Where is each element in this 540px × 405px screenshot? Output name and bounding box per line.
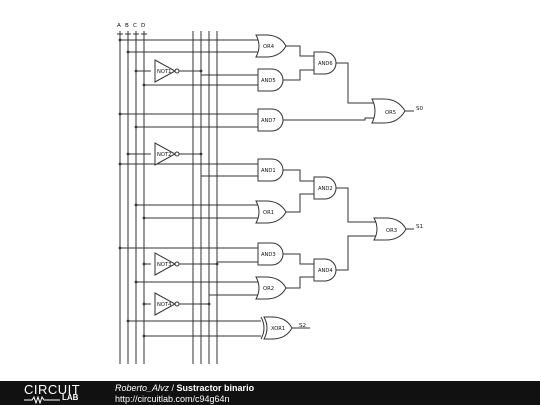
footer-bar: CIRCUIT LAB Roberto_Alvz / Sustractor bi… [0, 381, 540, 405]
xor1-gate: XOR1 [260, 316, 293, 340]
and6-gate: AND6 [313, 51, 337, 75]
and2-label: AND2 [318, 186, 333, 192]
or3-gate: OR3 [373, 217, 407, 241]
or2-gate: OR2 [255, 276, 287, 300]
not1-label: NOT1 [157, 69, 171, 75]
and3-gate: AND3 [257, 242, 284, 266]
or1-gate: OR1 [255, 200, 287, 224]
input-wires [120, 39, 262, 337]
not2-label: NOT2 [157, 152, 171, 158]
and5-label: AND5 [261, 78, 276, 84]
title-separator: / [169, 383, 177, 393]
not3-label: NOT3 [157, 262, 171, 268]
output-s2: S2 [299, 323, 306, 329]
not4-label: NOT4 [157, 302, 172, 308]
or1-label: OR1 [263, 210, 274, 216]
or2-label: OR2 [263, 286, 274, 292]
and3-label: AND3 [261, 252, 276, 258]
not-gate-2: NOT2 [154, 142, 180, 166]
and2-gate: AND2 [313, 176, 337, 200]
or4-label: OR4 [263, 44, 275, 50]
and5-gate: AND5 [257, 68, 284, 92]
schematic-diagram: A B C D [117, 23, 424, 364]
xor1-label: XOR1 [271, 326, 285, 332]
not-gate-1: NOT1 [154, 59, 180, 83]
logo-text-circuit: CIRCUIT [24, 382, 81, 397]
output-s1: S1 [416, 224, 424, 230]
internal-wires [283, 45, 414, 329]
not-gate-4: NOT4 [154, 292, 180, 316]
input-label-c: C [133, 23, 137, 29]
input-bus [117, 31, 218, 364]
circuit-url[interactable]: http://circuitlab.com/c94g64n [115, 394, 230, 404]
circuitlab-logo[interactable]: CIRCUIT LAB [24, 382, 94, 404]
input-label-d: D [141, 23, 145, 29]
and4-label: AND4 [318, 268, 333, 274]
or5-label: OR5 [385, 110, 396, 116]
input-label-b: B [125, 23, 129, 29]
resistor-icon [24, 396, 60, 404]
and1-label: AND1 [261, 168, 276, 174]
or3-label: OR3 [386, 228, 397, 234]
and6-label: AND6 [318, 61, 333, 67]
junction-dots [118, 38, 219, 338]
or5-gate: OR5 [371, 98, 406, 124]
input-label-a: A [117, 23, 121, 29]
and7-gate: AND7 [257, 108, 284, 132]
circuit-title: Sustractor binario [176, 383, 255, 393]
and4-gate: AND4 [313, 258, 337, 282]
and7-label: AND7 [261, 118, 276, 124]
not-gate-3: NOT3 [154, 252, 180, 276]
and1-gate: AND1 [257, 158, 284, 182]
circuit-meta: Roberto_Alvz / Sustractor binario http:/… [115, 383, 254, 405]
output-s0: S0 [416, 106, 424, 112]
author-link[interactable]: Roberto_Alvz [115, 383, 170, 393]
logo-text-lab: LAB [62, 393, 79, 402]
or4-gate: OR4 [255, 34, 287, 58]
